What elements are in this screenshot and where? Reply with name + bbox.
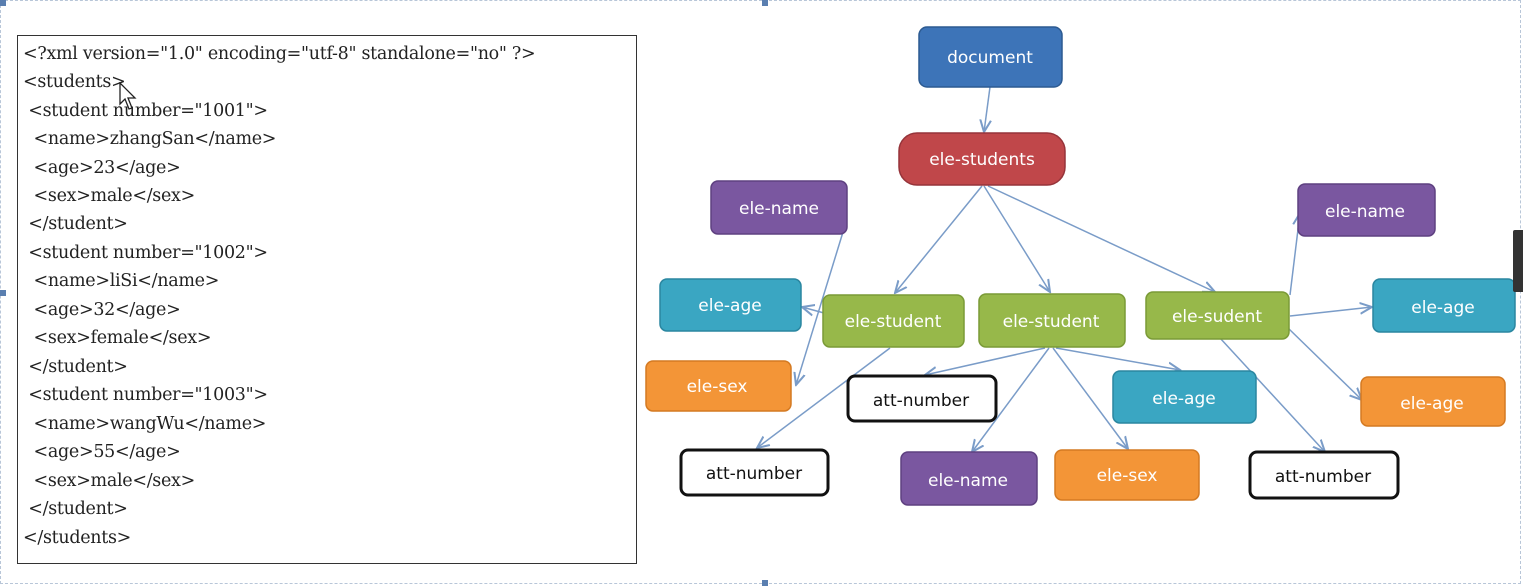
node-name3: ele-name — [1297, 183, 1436, 237]
node-att1-box — [679, 448, 830, 497]
node-name1-label: ele-name — [739, 199, 819, 219]
node-sex1: ele-sex — [645, 360, 792, 412]
edge-student2-name2 — [972, 347, 1050, 452]
node-student3-box — [1145, 291, 1290, 340]
node-att3: att-number — [1248, 450, 1400, 500]
edge-student2-att2 — [925, 347, 1046, 375]
node-age2: ele-age — [1112, 370, 1257, 424]
resize-handle-bottom-mid[interactable] — [762, 580, 768, 586]
node-student2: ele-student — [978, 293, 1126, 348]
node-age3b-label: ele-age — [1400, 394, 1463, 414]
code-line: <student number="1003"> — [23, 385, 268, 405]
node-att2: att-number — [846, 374, 998, 423]
code-line: <age>32</age> — [23, 300, 181, 320]
node-sex2-box — [1054, 449, 1200, 501]
xml-code-panel: <?xml version="1.0" encoding="utf-8" sta… — [17, 35, 637, 564]
node-sex1-box — [645, 360, 792, 412]
code-line: <age>55</age> — [23, 442, 181, 462]
node-student2-label: ele-student — [1003, 312, 1100, 332]
node-name2-box — [900, 451, 1038, 506]
code-line: <sex>male</sex> — [23, 186, 196, 206]
node-age3: ele-age — [1372, 278, 1516, 333]
code-line: <age>23</age> — [23, 158, 181, 178]
edge-document-students — [984, 86, 990, 132]
code-line: </student> — [23, 357, 128, 377]
node-name2-label: ele-name — [928, 471, 1008, 491]
edges — [757, 86, 1372, 452]
node-age3b-box — [1360, 376, 1506, 427]
node-sex2-label: ele-sex — [1097, 466, 1158, 486]
node-att1: att-number — [679, 448, 830, 497]
edge-students-student3 — [987, 185, 1215, 292]
node-student1-box — [822, 294, 965, 348]
node-students: ele-students — [898, 132, 1066, 186]
resize-handle-top-mid[interactable] — [762, 0, 768, 6]
node-name1: ele-name — [710, 180, 848, 235]
edge-student3-age3 — [1289, 307, 1372, 317]
node-att2-box — [846, 374, 998, 423]
node-document-label: document — [947, 48, 1033, 68]
node-document: document — [918, 26, 1063, 88]
node-sex1-label: ele-sex — [687, 377, 748, 397]
node-student3-label: ele-sudent — [1172, 307, 1262, 327]
code-line: </students> — [23, 528, 132, 548]
node-students-box — [898, 132, 1066, 186]
code-line: <students> — [23, 72, 126, 92]
code-line: <sex>male</sex> — [23, 471, 196, 491]
side-scroll-tab[interactable] — [1513, 230, 1523, 292]
edge-student3-att3 — [1219, 337, 1325, 452]
edge-name1-sex1 — [796, 231, 844, 385]
edge-student2-sex2 — [1052, 347, 1128, 449]
node-name1-box — [710, 180, 848, 235]
node-age1-box — [659, 278, 802, 332]
code-line: <sex>female</sex> — [23, 328, 212, 348]
node-name3-label: ele-name — [1325, 202, 1405, 222]
node-student3: ele-sudent — [1145, 291, 1290, 340]
node-att3-box — [1248, 450, 1400, 500]
node-age2-box — [1112, 370, 1257, 424]
mouse-pointer-icon — [119, 82, 137, 110]
code-line: <name>wangWu</name> — [23, 414, 267, 434]
edge-student3-age3b — [1287, 327, 1362, 400]
edge-student1-age1 — [802, 307, 825, 313]
node-age1-label: ele-age — [698, 296, 761, 316]
code-line: </student> — [23, 499, 128, 519]
code-line: <name>liSi</name> — [23, 271, 220, 291]
edge-students-student2 — [983, 185, 1050, 292]
node-sex2: ele-sex — [1054, 449, 1200, 501]
node-student1: ele-student — [822, 294, 965, 348]
code-line: <name>zhangSan</name> — [23, 129, 277, 149]
node-student2-box — [978, 293, 1126, 348]
node-document-box — [918, 26, 1063, 88]
node-age3b: ele-age — [1360, 376, 1506, 427]
edge-student2-age2 — [1055, 347, 1180, 370]
resize-handle-top-left[interactable] — [0, 0, 6, 6]
edge-students-student1 — [895, 185, 983, 293]
node-att3-label: att-number — [1275, 467, 1371, 487]
node-age3-label: ele-age — [1411, 298, 1474, 318]
resize-handle-left-mid[interactable] — [0, 290, 6, 296]
node-att2-label: att-number — [873, 391, 969, 411]
node-age3-box — [1372, 278, 1516, 333]
node-age1: ele-age — [659, 278, 802, 332]
node-att1-label: att-number — [706, 464, 802, 484]
node-name3-box — [1297, 183, 1436, 237]
node-age2-label: ele-age — [1152, 389, 1215, 409]
node-student1-label: ele-student — [845, 312, 942, 332]
code-line: <student number="1002"> — [23, 243, 268, 263]
node-name2: ele-name — [900, 451, 1038, 506]
edge-student1-att1 — [757, 347, 891, 448]
code-line: <?xml version="1.0" encoding="utf-8" sta… — [23, 44, 536, 64]
code-line: </student> — [23, 214, 128, 234]
node-students-label: ele-students — [929, 150, 1035, 170]
code-line: <student number="1001"> — [23, 101, 268, 121]
